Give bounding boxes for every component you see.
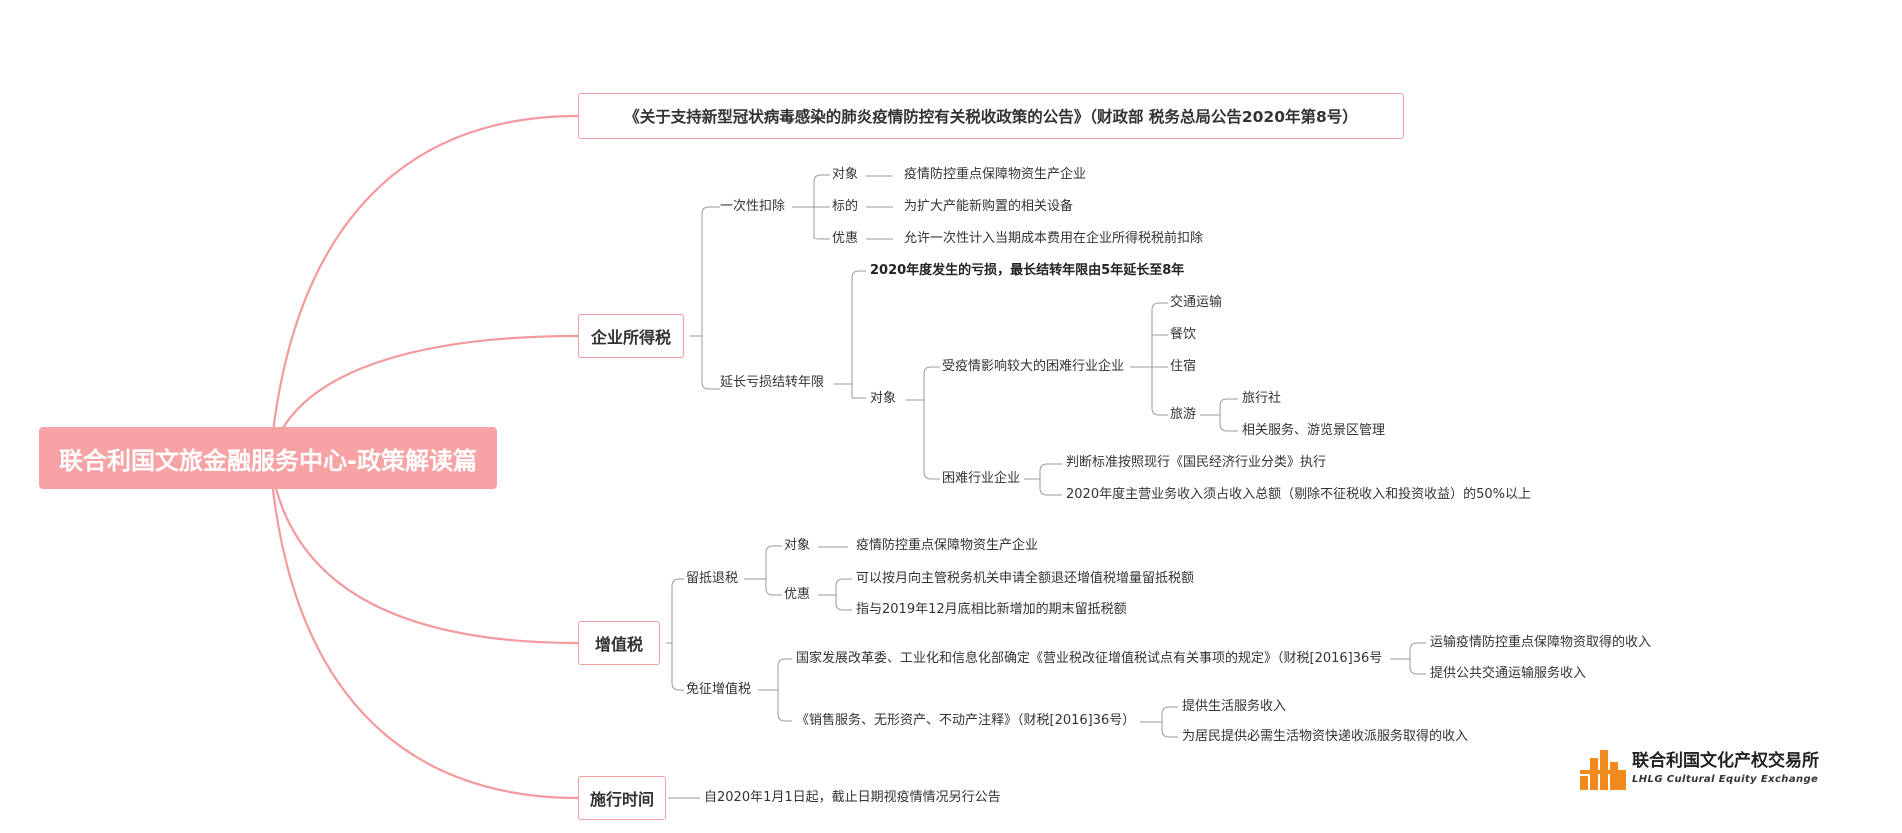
effective-date-value[interactable]: 自2020年1月1日起，截止日期视疫情情况另行公告 xyxy=(704,790,1001,805)
logo-mark-icon xyxy=(1580,750,1626,790)
vat-refund[interactable]: 留抵退税 xyxy=(686,571,739,586)
effective-date-topic[interactable]: 施行时间 xyxy=(578,776,666,820)
one-time-target-key[interactable]: 对象 xyxy=(832,167,859,182)
industry-catering[interactable]: 餐饮 xyxy=(1170,327,1197,342)
industry-lodging[interactable]: 住宿 xyxy=(1170,359,1197,374)
vat-refund-target-value[interactable]: 疫情防控重点保障物资生产企业 xyxy=(856,538,1039,553)
root-topic[interactable]: 联合利国文旅金融服务中心-政策解读篇 xyxy=(39,427,497,489)
exemption-rule-1-public-transit[interactable]: 提供公共交通运输服务收入 xyxy=(1430,666,1587,681)
hardship-criterion[interactable]: 判断标准按照现行《国民经济行业分类》执行 xyxy=(1066,455,1327,470)
logo-chinese-name: 联合利国文化产权交易所 xyxy=(1632,751,1819,771)
branch-vat xyxy=(268,459,579,645)
exemption-rule-2-courier[interactable]: 为居民提供必需生活物资快递收派服务取得的收入 xyxy=(1182,729,1469,744)
vat-refund-benefit-definition[interactable]: 指与2019年12月底相比新增加的期末留抵税额 xyxy=(856,602,1127,617)
vat-exemption[interactable]: 免征增值税 xyxy=(686,682,752,697)
one-time-benefit-key[interactable]: 优惠 xyxy=(832,231,859,246)
exemption-rule-2-life-services[interactable]: 提供生活服务收入 xyxy=(1182,699,1287,714)
vat-refund-target-key[interactable]: 对象 xyxy=(784,538,811,553)
hardship-industries[interactable]: 困难行业企业 xyxy=(942,471,1021,486)
tourism-scenic-management[interactable]: 相关服务、游览景区管理 xyxy=(1242,423,1386,438)
exemption-rule-1[interactable]: 国家发展改革委、工业化和信息化部确定《营业税改征增值税试点有关事项的规定》（财税… xyxy=(796,651,1383,666)
vat-refund-benefit-monthly[interactable]: 可以按月向主管税务机关申请全额退还增值税增量留抵税额 xyxy=(856,571,1195,586)
one-time-subject-key[interactable]: 标的 xyxy=(832,199,859,214)
exemption-rule-2[interactable]: 《销售服务、无形资产、不动产注释》（财税[2016]36号） xyxy=(796,713,1136,728)
corporate-tax-topic[interactable]: 企业所得税 xyxy=(578,314,684,358)
vat-refund-benefit-key[interactable]: 优惠 xyxy=(784,587,811,602)
loss-carry-rule[interactable]: 2020年度发生的亏损，最长结转年限由5年延长至8年 xyxy=(870,263,1185,278)
logo-english-name: LHLG Cultural Equity Exchange xyxy=(1632,774,1819,785)
branch-effective xyxy=(268,459,579,800)
loss-carry-forward[interactable]: 延长亏损结转年限 xyxy=(720,375,825,390)
hardship-revenue-share[interactable]: 2020年度主营业务收入须占收入总额（剔除不征税收入和投资收益）的50%以上 xyxy=(1066,487,1531,502)
one-time-target-value[interactable]: 疫情防控重点保障物资生产企业 xyxy=(904,167,1087,182)
industry-tourism[interactable]: 旅游 xyxy=(1170,407,1197,422)
one-time-benefit-value[interactable]: 允许一次性计入当期成本费用在企业所得税税前扣除 xyxy=(904,231,1204,246)
one-time-subject-value[interactable]: 为扩大产能新购置的相关设备 xyxy=(904,199,1074,214)
tourism-travel-agency[interactable]: 旅行社 xyxy=(1242,391,1282,406)
one-time-deduction[interactable]: 一次性扣除 xyxy=(720,199,786,214)
exchange-logo: 联合利国文化产权交易所 LHLG Cultural Equity Exchang… xyxy=(1580,750,1870,792)
branch-notice xyxy=(268,114,579,461)
notice-topic[interactable]: 《关于支持新型冠状病毒感染的肺炎疫情防控有关税收政策的公告》（财政部 税务总局公… xyxy=(578,93,1404,139)
loss-carry-target-key[interactable]: 对象 xyxy=(870,391,897,406)
exemption-rule-1-transport[interactable]: 运输疫情防控重点保障物资取得的收入 xyxy=(1430,635,1652,650)
logo-text: 联合利国文化产权交易所 LHLG Cultural Equity Exchang… xyxy=(1632,750,1819,788)
affected-industries[interactable]: 受疫情影响较大的困难行业企业 xyxy=(942,359,1125,374)
vat-topic[interactable]: 增值税 xyxy=(578,621,660,665)
industry-transport[interactable]: 交通运输 xyxy=(1170,295,1223,310)
sub-connectors xyxy=(666,174,1426,799)
